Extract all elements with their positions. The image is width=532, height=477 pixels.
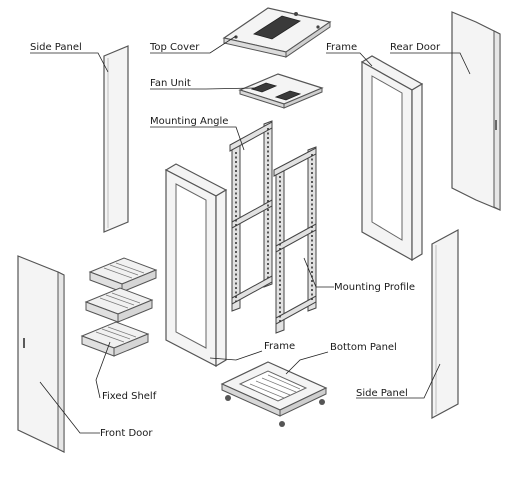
- frame-rear: [360, 55, 424, 262]
- mounting-angle: [229, 120, 273, 312]
- frame-front: [164, 163, 228, 368]
- label-fixed-shelf: Fixed Shelf: [102, 391, 157, 402]
- fixed-shelf-bottom: [80, 321, 150, 357]
- top-cover: [222, 7, 332, 58]
- fixed-shelf-top: [88, 257, 158, 293]
- label-side-panel-left: Side Panel: [30, 42, 82, 53]
- label-bottom-panel: Bottom Panel: [330, 342, 397, 353]
- label-front-door: Front Door: [100, 428, 153, 439]
- mounting-profile: [273, 146, 317, 334]
- label-top-cover: Top Cover: [149, 42, 200, 53]
- bottom-panel: [220, 361, 328, 427]
- label-mounting-angle: Mounting Angle: [150, 116, 228, 127]
- fixed-shelf-middle: [84, 287, 154, 323]
- side-panel-left: [103, 45, 129, 233]
- label-mounting-profile: Mounting Profile: [334, 282, 415, 293]
- label-frame-top: Frame: [326, 42, 357, 53]
- labels: Side Panel Top Cover Frame Rear Door Fan…: [30, 42, 441, 439]
- label-fan-unit: Fan Unit: [150, 78, 191, 89]
- label-frame-bottom: Frame: [264, 341, 295, 352]
- label-side-panel-right: Side Panel: [356, 388, 408, 399]
- label-rear-door: Rear Door: [390, 42, 441, 53]
- front-door: [17, 255, 65, 453]
- side-panel-right: [431, 228, 459, 420]
- fan-unit: [238, 73, 324, 109]
- leader-lines: [30, 35, 471, 434]
- rear-door: [451, 11, 501, 211]
